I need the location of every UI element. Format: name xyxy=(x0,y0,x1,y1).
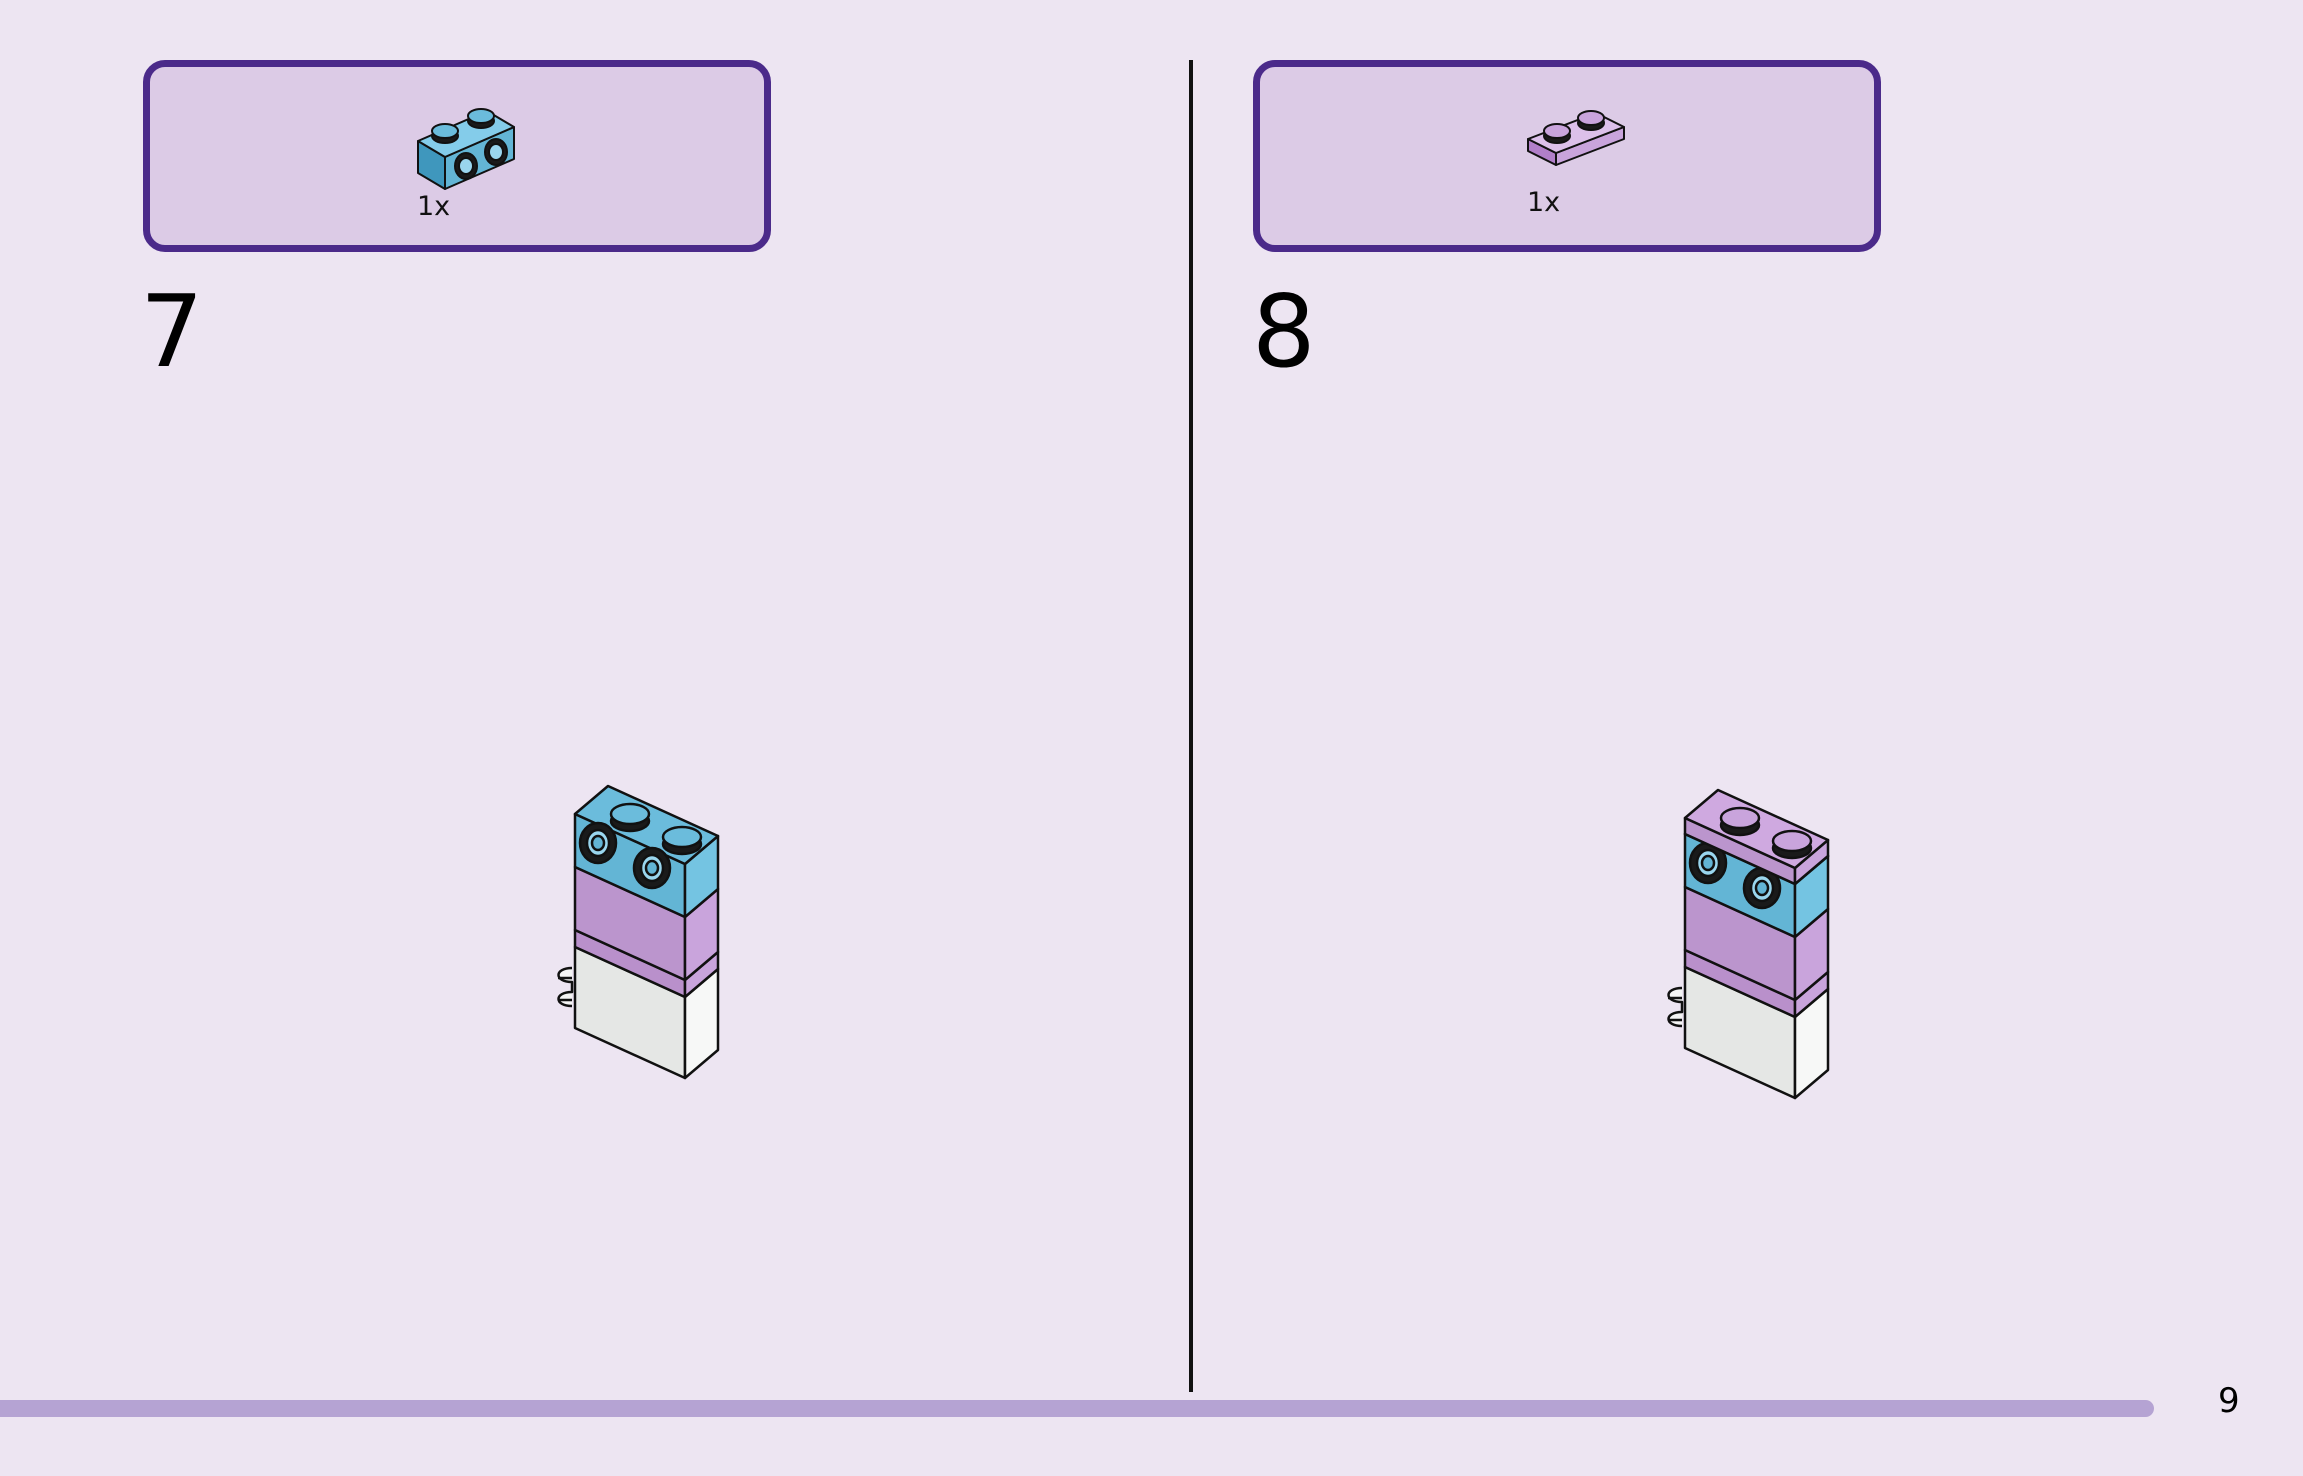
step-number-8: 8 xyxy=(1252,273,1316,390)
step-number-7: 7 xyxy=(140,273,204,390)
parts-callout-step-7: 1x xyxy=(143,60,771,252)
parts-callout-step-8: 1x xyxy=(1253,60,1881,252)
page-number: 9 xyxy=(2218,1381,2240,1421)
part-quantity: 1x xyxy=(1527,187,1561,218)
part-quantity: 1x xyxy=(417,191,451,222)
step-7-model-illustration xyxy=(550,770,740,1084)
footer-progress-bar xyxy=(0,1400,2154,1417)
light-blue-1x2-brick-with-side-studs-icon xyxy=(414,93,524,197)
page-divider xyxy=(1189,60,1193,1392)
lavender-1x2-plate-icon xyxy=(1524,107,1634,181)
step-8-model-illustration xyxy=(1660,770,1850,1104)
